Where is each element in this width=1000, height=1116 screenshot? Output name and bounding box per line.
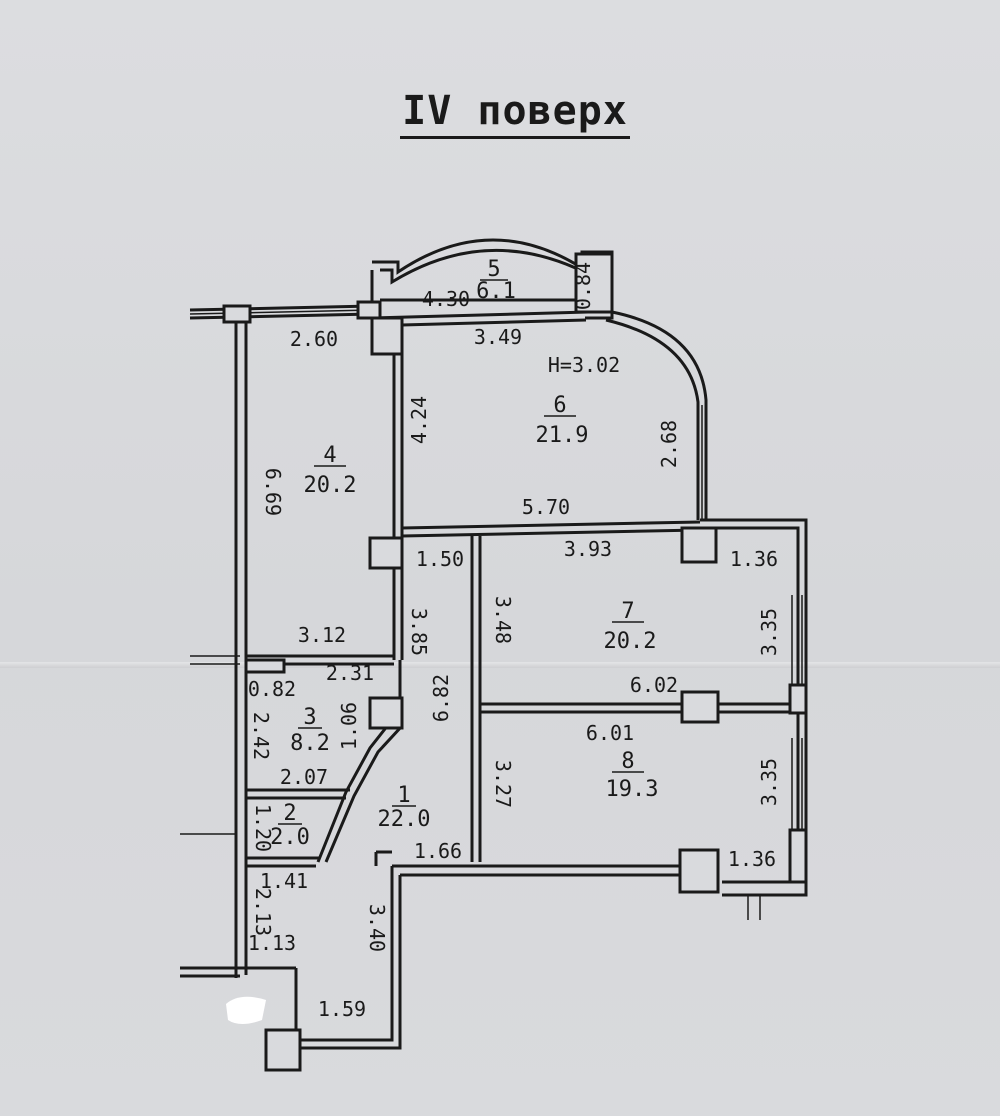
room-6-label: 6 21.9 [536,393,589,448]
room-2-area: 2.0 [270,825,310,850]
room-2-number: 2 [283,801,296,826]
dimension-label: 2.07 [280,765,328,789]
room-7-label: 7 20.2 [604,599,657,654]
ceiling-height-label: H=3.02 [548,353,620,377]
dimension-label: 6.69 [261,468,285,516]
dimension-label: 1.66 [414,839,462,863]
dimension-label: 3.35 [757,758,781,806]
room-4-label: 4 20.2 [304,443,357,498]
columns [222,252,808,1072]
dimension-label: 2.31 [326,661,374,685]
dimension-label: 6.82 [429,674,453,722]
dimension-label: 0.84 [571,262,595,310]
dimension-label: 1.13 [248,931,296,955]
room-2-label: 2 2.0 [270,801,310,850]
dimension-label: 1.36 [730,547,778,571]
dimension-label: 2.60 [290,327,338,351]
dimension-label: 3.49 [474,325,522,349]
dimension-label: 4.24 [407,396,431,444]
dimension-label: 6.01 [586,721,634,745]
dimension-label: 3.40 [365,904,389,952]
interior-walls [246,320,798,868]
room-3-label: 3 8.2 [290,705,330,756]
room-1-number: 1 [397,783,410,808]
dimension-label: 1.06 [337,702,361,750]
room-4-area: 20.2 [304,473,357,498]
room-4-number: 4 [323,443,336,468]
dimension-label: 5.70 [522,495,570,519]
room-7-number: 7 [621,599,634,624]
dimension-label: 1.20 [251,804,275,852]
dimension-label: 3.12 [298,623,346,647]
dimension-label: 1.41 [260,869,308,893]
room-8-number: 8 [621,749,634,774]
redaction-blot [226,996,266,1024]
dimension-label: 3.93 [564,537,612,561]
dimension-label: 2.42 [249,712,273,760]
dimension-label: 3.35 [757,608,781,656]
room-3-number: 3 [303,705,316,730]
room-7-area: 20.2 [604,629,657,654]
dimension-label: 3.85 [407,608,431,656]
paper-fold-line [0,662,1000,668]
dimension-label: 2.68 [657,420,681,468]
dimension-label: 6.02 [630,673,678,697]
dimension-label: 0.82 [248,677,296,701]
dimension-label: 1.36 [728,847,776,871]
dimension-label: 4.30 [422,287,470,311]
dimension-label: 1.59 [318,997,366,1021]
windows [180,309,803,920]
room-8-area: 19.3 [606,777,659,802]
dimension-label: 3.27 [491,760,515,808]
room-1-label: 1 22.0 [378,783,431,832]
room-1-area: 22.0 [378,807,431,832]
room-5-area: 6.1 [476,279,516,304]
room-6-area: 21.9 [536,423,589,448]
room-5-label: 5 6.1 [476,257,516,304]
floor-title: IV поверх [400,88,630,139]
room-8-label: 8 19.3 [606,749,659,802]
room-3-area: 8.2 [290,731,330,756]
dimension-label: 3.48 [491,596,515,644]
dimension-label: 1.50 [416,547,464,571]
room-5-number: 5 [487,257,500,282]
room-labels: 1 22.0 2 2.0 3 8.2 4 20.2 5 [270,257,658,850]
dimension-labels: 4.30 0.84 2.60 3.49 6.69 4.24 2.68 5.70 … [248,262,781,1021]
dimension-label: 2.13 [251,888,275,936]
room-6-number: 6 [553,393,566,418]
